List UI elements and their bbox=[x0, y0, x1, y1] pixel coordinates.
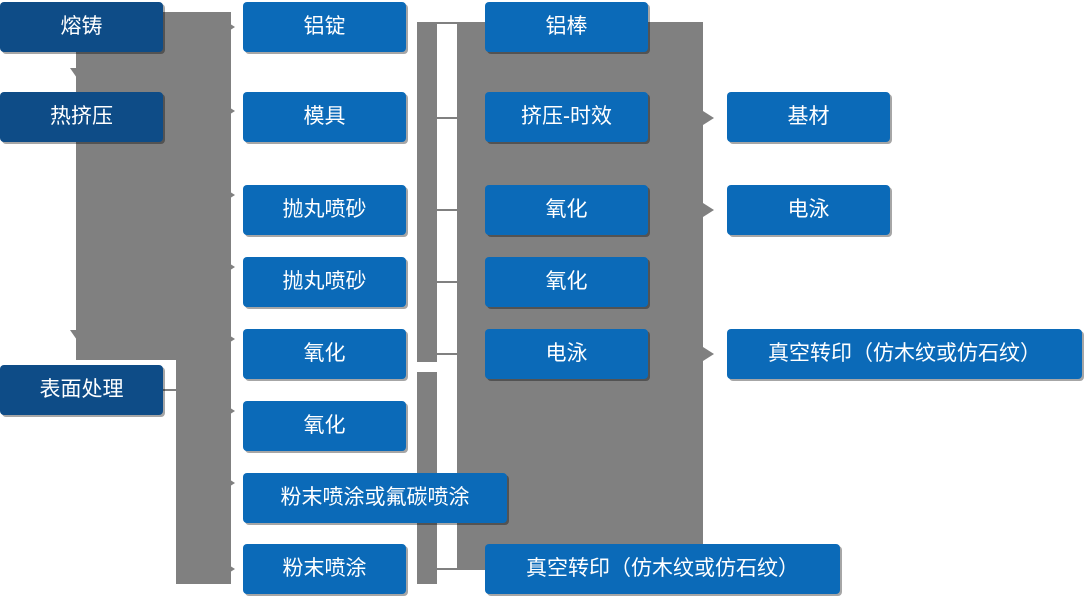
process-box-b-3[interactable]: 氧化 bbox=[485, 185, 648, 235]
arrow-to-a-7 bbox=[224, 476, 235, 490]
process-box-b-2[interactable]: 挤压-时效 bbox=[485, 92, 648, 142]
process-box-b-1[interactable]: 铝棒 bbox=[485, 2, 648, 52]
process-box-b-2-label: 挤压-时效 bbox=[521, 105, 612, 129]
process-box-a-3[interactable]: 抛丸喷砂 bbox=[243, 185, 406, 235]
process-box-a-5[interactable]: 氧化 bbox=[243, 329, 406, 379]
process-box-a-4-label: 抛丸喷砂 bbox=[282, 270, 367, 294]
result-box-c-1-label: 基材 bbox=[787, 105, 830, 129]
process-box-a-2-label: 模具 bbox=[303, 105, 346, 129]
stage-box-2[interactable]: 热挤压 bbox=[0, 92, 163, 142]
stage-box-3-label: 表面处理 bbox=[39, 378, 124, 402]
process-box-b-6-label: 真空转印（仿木纹或仿石纹） bbox=[526, 557, 799, 581]
stage-box-2-label: 热挤压 bbox=[50, 105, 113, 129]
arrow-to-a-3 bbox=[224, 188, 235, 202]
arrow-to-a-6 bbox=[224, 404, 235, 418]
connector-band-left-lower bbox=[176, 360, 231, 584]
stem-stage-3 bbox=[163, 389, 185, 391]
process-box-a-8-label: 粉末喷涂 bbox=[282, 557, 367, 581]
result-box-c-1[interactable]: 基材 bbox=[727, 92, 890, 142]
process-box-b-4[interactable]: 氧化 bbox=[485, 257, 648, 307]
tick-a-1 bbox=[437, 22, 457, 24]
arrow-to-a-5 bbox=[224, 332, 235, 346]
process-box-a-6[interactable]: 氧化 bbox=[243, 401, 406, 451]
arrow-to-c-1 bbox=[703, 111, 714, 125]
result-box-c-2-label: 电泳 bbox=[787, 198, 830, 222]
arrow-down-stage-1-to-2 bbox=[70, 68, 84, 78]
tick-a-2 bbox=[437, 117, 457, 119]
stage-box-1[interactable]: 熔铸 bbox=[0, 2, 163, 52]
connector-band-left-upper bbox=[76, 12, 231, 360]
process-box-a-1-label: 铝锭 bbox=[303, 15, 346, 39]
arrow-to-a-4 bbox=[224, 260, 235, 274]
arrow-to-a-8 bbox=[224, 562, 235, 576]
process-box-b-5-label: 电泳 bbox=[545, 342, 588, 366]
process-box-b-5[interactable]: 电泳 bbox=[485, 329, 648, 379]
tick-a-3 bbox=[437, 209, 457, 211]
tick-a-5 bbox=[437, 353, 457, 355]
process-box-b-1-label: 铝棒 bbox=[545, 15, 588, 39]
arrow-to-a-2 bbox=[224, 104, 235, 118]
result-box-c-3[interactable]: 真空转印（仿木纹或仿石纹） bbox=[727, 329, 1082, 379]
arrow-to-c-3 bbox=[703, 347, 714, 361]
process-box-b-6[interactable]: 真空转印（仿木纹或仿石纹） bbox=[485, 544, 840, 594]
process-box-a-7-label: 粉末喷涂或氟碳喷涂 bbox=[280, 486, 470, 510]
connector-bar-a-upper bbox=[417, 22, 437, 362]
result-box-c-2[interactable]: 电泳 bbox=[727, 185, 890, 235]
process-box-a-8[interactable]: 粉末喷涂 bbox=[243, 544, 406, 594]
stage-box-1-label: 熔铸 bbox=[60, 15, 103, 39]
process-box-a-1[interactable]: 铝锭 bbox=[243, 2, 406, 52]
arrow-down-stage-2-to-3 bbox=[70, 330, 84, 340]
arrow-to-c-2 bbox=[703, 203, 714, 217]
process-box-b-3-label: 氧化 bbox=[545, 198, 588, 222]
process-box-a-7[interactable]: 粉末喷涂或氟碳喷涂 bbox=[243, 473, 507, 523]
process-box-a-6-label: 氧化 bbox=[303, 414, 346, 438]
process-box-a-3-label: 抛丸喷砂 bbox=[282, 198, 367, 222]
stage-box-3[interactable]: 表面处理 bbox=[0, 365, 163, 415]
process-box-a-2[interactable]: 模具 bbox=[243, 92, 406, 142]
tick-a-4 bbox=[437, 281, 457, 283]
process-box-a-4[interactable]: 抛丸喷砂 bbox=[243, 257, 406, 307]
arrow-to-a-1 bbox=[224, 20, 235, 34]
process-box-a-5-label: 氧化 bbox=[303, 342, 346, 366]
process-box-b-4-label: 氧化 bbox=[545, 270, 588, 294]
result-box-c-3-label: 真空转印（仿木纹或仿石纹） bbox=[768, 342, 1041, 366]
